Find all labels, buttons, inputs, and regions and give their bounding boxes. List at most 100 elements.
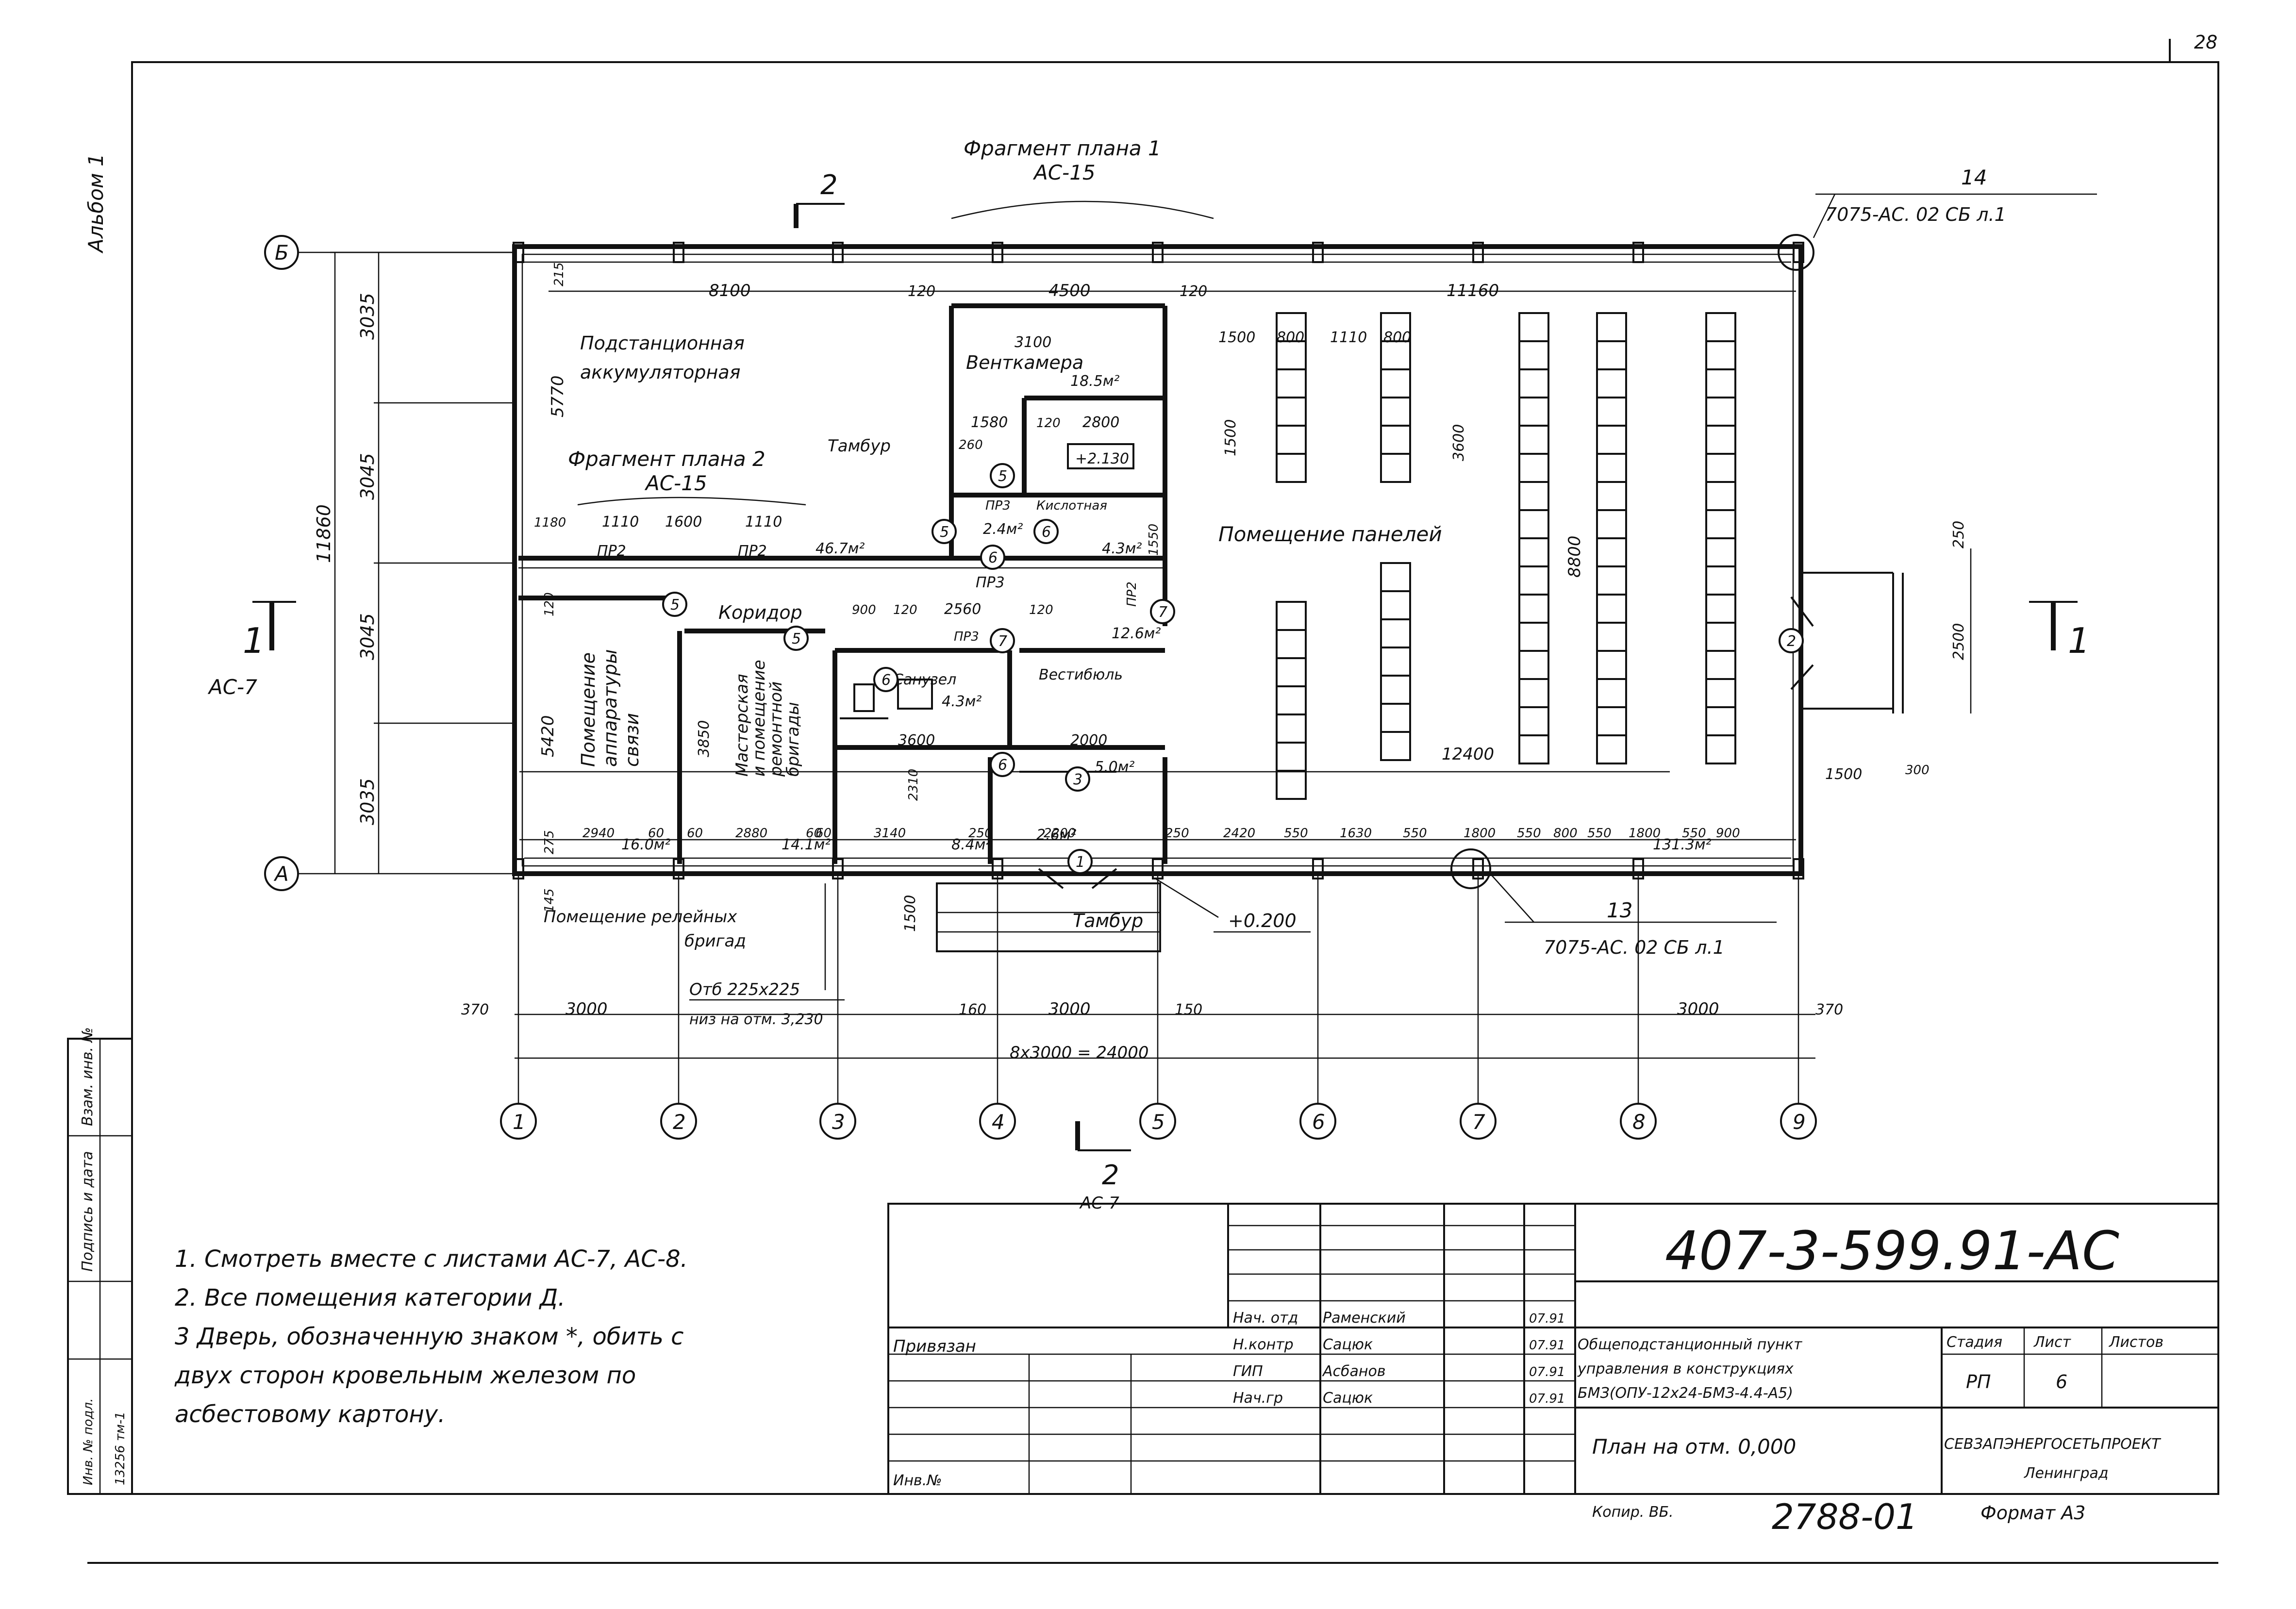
room-panels-area: 131.3м² [1653,836,1712,853]
cabinet-e-14 [1518,678,1549,708]
cabinet-g-2 [1705,340,1736,370]
stamp-name-2: Сацюк [1323,1336,1373,1353]
cabinet-c-1 [1276,601,1307,631]
dim-bottom-row-8: 250 [968,826,993,841]
room-tambur: Тамбур [828,436,891,456]
dim-inner-13: 8800 [1565,535,1584,578]
room-relay-1: Помещение релейных [544,907,737,927]
axis-num-6: 6 [1312,1110,1325,1134]
room-workshop-2: и помещение [749,660,769,777]
axis-label-b: Б [275,241,289,265]
dim-corr-3: 1600 [665,514,702,531]
column-b-7 [1472,242,1484,263]
cabinet-f-1 [1596,312,1627,342]
axis-num-2: 2 [673,1110,686,1134]
section-2-bottom-num: 2 [1102,1160,1119,1191]
stamp-copied: Копир. ВБ. [1592,1504,1674,1521]
dim-bottom-2: 3000 [566,999,608,1019]
stamp-sheet: 6 [2056,1371,2067,1393]
cabinet-g-5 [1705,425,1736,455]
dim-bottom-row-5: 60 [806,826,822,841]
callout-13-num: 13 [1607,898,1632,922]
stamp-name-3: Асбанов [1322,1363,1386,1380]
axis-label-a: А [273,862,289,886]
stamp-stage: РП [1966,1371,1991,1393]
cabinet-f-13 [1596,650,1627,680]
cabinet-e-13 [1518,650,1549,680]
stamp-sheets-head: Листов [2109,1334,2163,1351]
note-3b: двух сторон кровельным железом по [174,1362,636,1389]
dim-right-4: 300 [1905,763,1930,778]
stamp-code: 407-3-599.91-АС [1665,1220,2119,1282]
room-comm-area: 16.0м² [621,836,670,853]
cabinet-b-4 [1380,397,1411,427]
dim-left-inner-1: 215 [552,262,566,286]
opening-note-1: Отб 225х225 [689,980,800,999]
stamp-inv: Инв.№ [893,1472,942,1489]
level-mark-2: +0.200 [1228,910,1297,931]
panel-cabinets [1276,312,1736,800]
column-b-6 [1312,242,1324,263]
dim-top-3: 4500 [1048,281,1091,300]
dim-bottom-7: 370 [1815,1001,1843,1018]
stamp-project-2: управления в конструкциях [1577,1360,1794,1377]
dim-corr-6: 120 [893,603,917,617]
stamp-format: Формат А3 [1980,1502,2085,1524]
dim-corr-11: 3850 [696,720,713,757]
side-stamp: Взам. инв. № Подпись и дата Инв. № подл.… [67,1027,133,1495]
door-mark-2: ПР2 [738,543,767,560]
room-battery-2: аккумуляторная [580,362,740,383]
cabinet-f-3 [1596,368,1627,398]
cabinet-c-7 [1276,770,1307,800]
cabinet-e-15 [1518,706,1549,736]
room-circle-num-5: 5 [792,630,801,647]
interior-walls [518,303,1167,864]
cabinet-a-4 [1276,397,1307,427]
dim-bottom-row-9: 2200 [1044,826,1076,841]
room-circle-2 [1779,628,1804,653]
cabinet-c-3 [1276,657,1307,687]
column-b-2 [673,242,684,263]
room-acid-area: 4.3м² [1102,540,1142,557]
dim-corr-1: 1180 [534,515,566,530]
door-mark-3: ПР3 [985,498,1011,513]
cabinet-g-14 [1705,678,1736,708]
cabinet-g-7 [1705,481,1736,511]
note-2: 2. Все помещения категории Д. [175,1284,565,1311]
entrance-steps [936,868,1161,952]
room-wc-area: 4.3м² [942,693,982,710]
cabinet-e-16 [1518,734,1549,764]
cabinet-f-9 [1596,537,1627,567]
room-ventkamera-area: 18.5м² [1070,373,1119,390]
cabinet-e-10 [1518,565,1549,596]
room-circle-num-11: 6 [882,672,891,689]
area-misc-1: 2.4м² [983,521,1023,538]
axis-num-5: 5 [1152,1110,1165,1134]
dim-bottom-row-16: 550 [1517,826,1541,841]
cabinet-g-1 [1705,312,1736,342]
room-circle-num-7: 5 [998,468,1007,485]
cabinet-b-3 [1380,368,1411,398]
dim-bottom-row-21: 900 [1716,826,1740,841]
cabinet-g-15 [1705,706,1736,736]
dim-bottom-5: 150 [1175,1001,1202,1018]
fragment-1-ref: АС-15 [1032,161,1096,184]
cabinet-b-2 [1380,340,1411,370]
side-stamp-number: 13256 тм-1 [113,1411,128,1485]
cabinet-d-5 [1380,675,1411,705]
dim-steps: 1500 [902,895,919,932]
dimension-lines [330,251,1972,1059]
side-stamp-signature: Подпись и дата [79,1151,96,1272]
dim-bottom-row-12: 550 [1284,826,1308,841]
cabinet-c-4 [1276,685,1307,715]
axis-bubbles-numbers [500,1103,1817,1140]
room-circle-num-3: 3 [1073,771,1082,788]
stamp-role-1: Нач. отд [1233,1310,1298,1327]
room-circle-num-4: 5 [670,597,680,614]
room-circle-num-1: 1 [1076,854,1085,871]
stamp-number: 2788-01 [1772,1496,1918,1537]
dim-right-3: 1500 [1825,766,1862,783]
room-tambur2: Тамбур [1073,910,1143,931]
dim-corr-2: 1110 [602,514,639,531]
